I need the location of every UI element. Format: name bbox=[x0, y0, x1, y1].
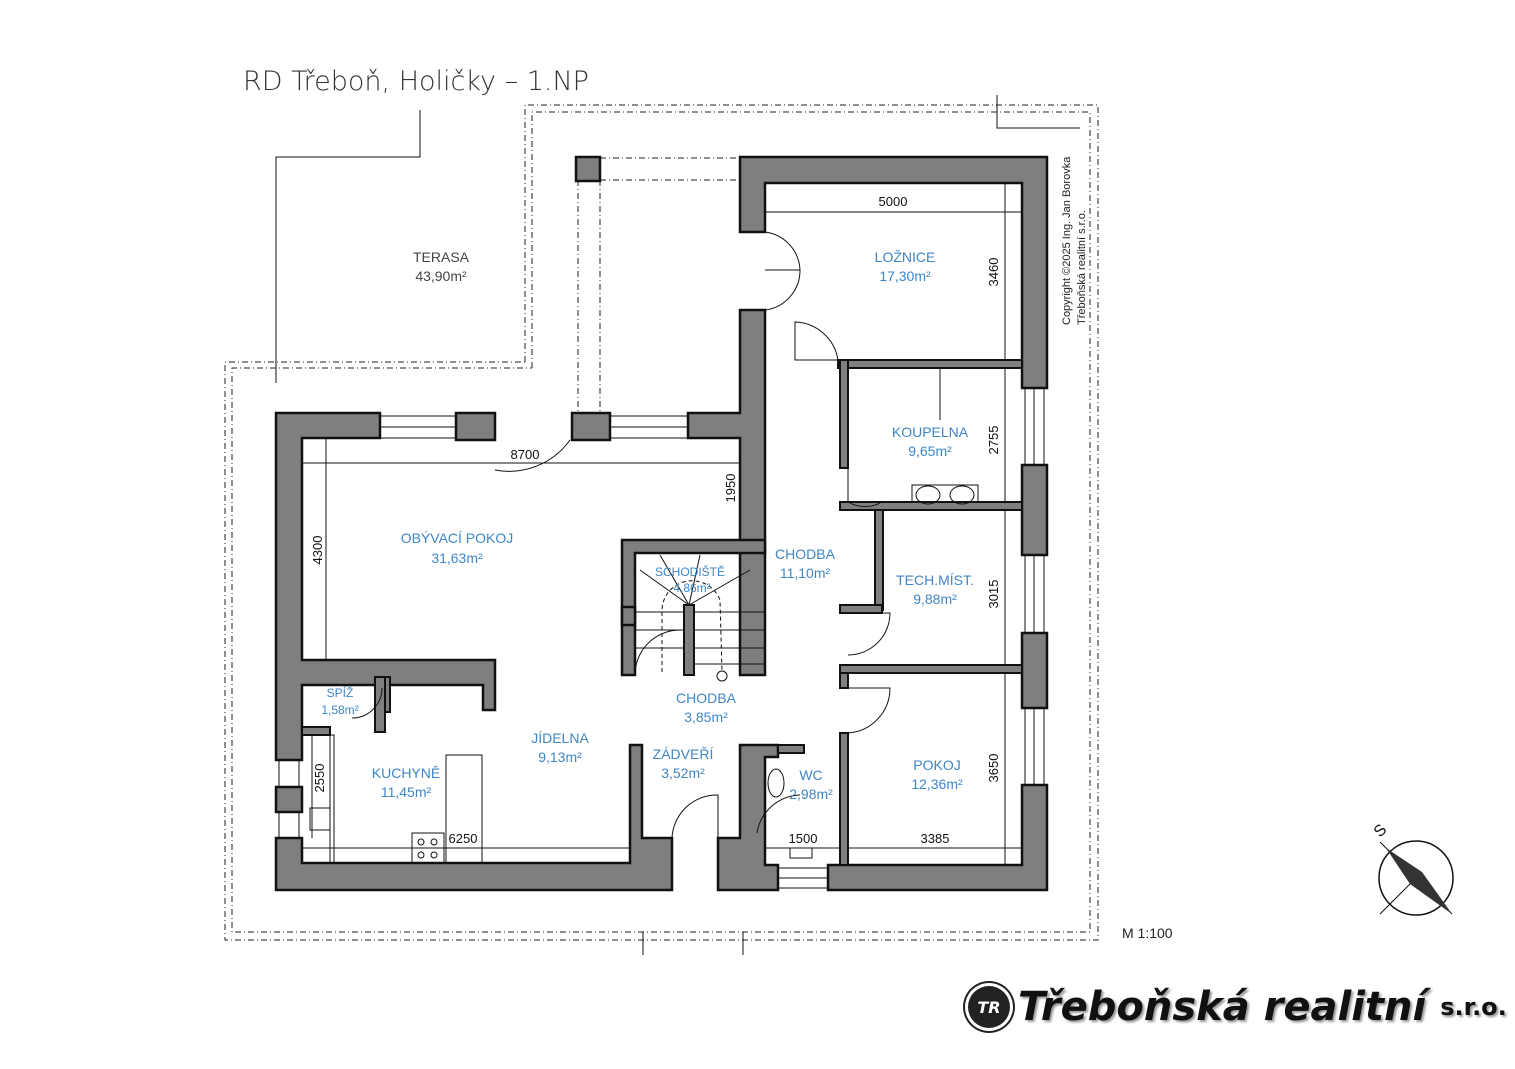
compass-icon: S bbox=[1371, 821, 1454, 916]
dim-wc-width: 1500 bbox=[789, 831, 818, 846]
room-area-tech-mist: 9,88m² bbox=[913, 591, 957, 607]
windows bbox=[278, 387, 1045, 889]
logo-suffix: s.r.o. bbox=[1440, 993, 1507, 1021]
room-labels: TERASA 43,90m² LOŽNICE 17,30m² KOUPELNA … bbox=[321, 249, 974, 802]
room-area-zadveri: 3,52m² bbox=[661, 765, 705, 781]
room-area-wc: 2,98m² bbox=[789, 786, 833, 802]
site-outline bbox=[224, 95, 1099, 955]
room-name-jidelna: JÍDELNA bbox=[531, 730, 589, 746]
room-name-loznice: LOŽNICE bbox=[875, 249, 936, 265]
room-area-schodiste: 4,86m² bbox=[673, 581, 710, 595]
copyright-line-1: Copyright ©2025 Ing. Jan Borovka bbox=[1061, 156, 1073, 325]
room-area-terasa: 43,90m² bbox=[415, 268, 467, 284]
room-name-terasa: TERASA bbox=[413, 249, 470, 265]
room-area-jidelna: 9,13m² bbox=[538, 749, 582, 765]
room-name-chodba: CHODBA bbox=[775, 546, 836, 562]
dim-koupelna-depth: 2755 bbox=[986, 426, 1001, 455]
dim-pokoj-width: 3385 bbox=[921, 831, 950, 846]
room-name-spiz: SPÍŽ bbox=[327, 685, 354, 700]
room-name-wc: WC bbox=[799, 767, 822, 783]
room-area-chodba: 11,10m² bbox=[780, 565, 831, 581]
copyright-line-2: Třeboňská realitní s.r.o. bbox=[1076, 210, 1088, 325]
room-name-koupelna: KOUPELNA bbox=[892, 424, 969, 440]
sink-icon bbox=[309, 807, 331, 831]
dim-tech-depth: 3015 bbox=[986, 580, 1001, 609]
staircase bbox=[635, 554, 765, 682]
room-area-chodba-2: 3,85m² bbox=[684, 709, 728, 725]
compass-north-label: S bbox=[1371, 821, 1391, 841]
dim-pokoj-depth: 3650 bbox=[986, 754, 1001, 783]
room-area-spiz: 1,58m² bbox=[321, 703, 358, 717]
plan-title: RD Třeboň, Holičky – 1.NP bbox=[243, 66, 589, 97]
toilet-icon bbox=[767, 768, 785, 798]
company-logo: TR Třeboňská realitní s.r.o. bbox=[968, 984, 1507, 1030]
room-area-kuchyne: 11,45m² bbox=[381, 784, 432, 800]
dim-living-depth-1: 1950 bbox=[723, 474, 738, 503]
room-name-zadveri: ZÁDVEŘÍ bbox=[653, 746, 714, 762]
room-area-koupelna: 9,65m² bbox=[908, 443, 952, 459]
dim-kitchen-depth: 2550 bbox=[312, 764, 327, 793]
dim-loznice-width: 5000 bbox=[879, 194, 908, 209]
dim-living-width: 8700 bbox=[511, 447, 540, 462]
dimension-lines bbox=[302, 183, 1022, 865]
dim-kitchen-width: 6250 bbox=[449, 831, 478, 846]
logo-name: Třeboňská realitní bbox=[1018, 984, 1427, 1030]
room-area-loznice: 17,30m² bbox=[879, 268, 931, 284]
room-area-obyvaci-pokoj: 31,63m² bbox=[431, 550, 483, 566]
wc-sink-icon bbox=[789, 847, 813, 859]
washbasins-icon bbox=[911, 484, 979, 503]
scale-label: M 1:100 bbox=[1122, 925, 1173, 941]
room-area-pokoj: 12,36m² bbox=[911, 776, 963, 792]
title-leader-line bbox=[275, 110, 421, 383]
logo-mark-icon: TR bbox=[968, 986, 1010, 1028]
room-name-tech-mist: TECH.MÍST. bbox=[896, 572, 974, 588]
doors bbox=[351, 231, 891, 839]
dim-living-depth-2: 4300 bbox=[310, 536, 325, 565]
room-name-schodiste: SCHODIŠTĚ bbox=[655, 564, 725, 579]
walls bbox=[274, 155, 1049, 892]
dim-loznice-depth: 3460 bbox=[986, 258, 1001, 287]
room-name-obyvaci-pokoj: OBÝVACÍ POKOJ bbox=[401, 530, 514, 546]
room-name-chodba-2: CHODBA bbox=[676, 690, 737, 706]
room-name-kuchyne: KUCHYNĚ bbox=[372, 765, 440, 781]
room-name-pokoj: POKOJ bbox=[913, 757, 960, 773]
